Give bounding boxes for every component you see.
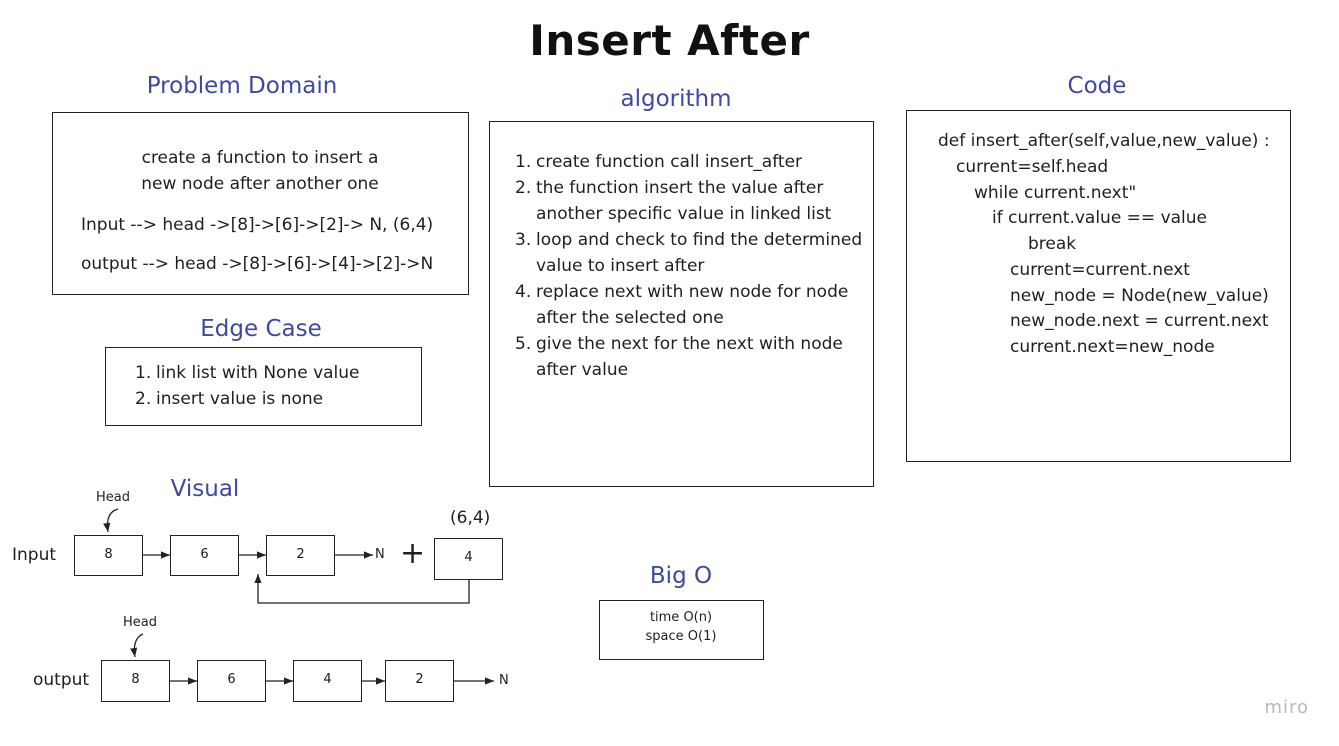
new-node: 4 — [434, 538, 503, 580]
big-o-time: time O(n) — [649, 610, 713, 625]
code-line: if current.value == value — [992, 208, 1208, 228]
problem-domain-box[interactable]: create a function to insert a new node a… — [52, 112, 469, 295]
problem-domain-heading: Problem Domain — [146, 73, 338, 99]
code-line: new_node.next = current.next — [1010, 311, 1269, 331]
output-head-arrow — [130, 633, 144, 658]
input-node: 6 — [170, 535, 239, 576]
output-row-label: output — [33, 670, 90, 690]
code-line: current=current.next — [1010, 260, 1190, 280]
insert-pair-label: (6,4) — [450, 508, 491, 528]
big-o-space: space O(1) — [645, 629, 717, 644]
output-node: 2 — [385, 660, 454, 702]
edge-case-list: 1.link list with None value 2.insert val… — [135, 360, 360, 412]
input-node: 8 — [74, 535, 143, 576]
code-line: def insert_after(self,value,new_value) : — [938, 131, 1270, 151]
output-node: 4 — [293, 660, 362, 702]
edge-case-box[interactable]: 1.link list with None value 2.insert val… — [105, 347, 422, 426]
code-box[interactable]: def insert_after(self,value,new_value) :… — [906, 110, 1291, 462]
code-heading: Code — [1067, 73, 1127, 99]
algorithm-step: 1.create function call insert_after — [515, 152, 803, 172]
code-line: new_node = Node(new_value) — [1010, 286, 1269, 306]
edge-case-heading: Edge Case — [200, 316, 322, 342]
algorithm-list: 1.create function call insert_after 2.th… — [515, 149, 862, 383]
algorithm-heading: algorithm — [620, 86, 732, 112]
big-o-heading: Big O — [649, 563, 713, 589]
big-o-box[interactable]: time O(n) space O(1) — [599, 600, 764, 660]
edge-case-item: 1.link list with None value — [135, 363, 360, 383]
visual-heading: Visual — [170, 476, 240, 502]
problem-domain-line2: new node after another one — [141, 174, 379, 194]
insert-loop-arrow — [254, 574, 470, 604]
input-head-arrow — [103, 508, 119, 533]
input-node: 2 — [266, 535, 335, 576]
code-line: break — [1028, 234, 1077, 254]
algorithm-box[interactable]: 1.create function call insert_after 2.th… — [489, 121, 874, 487]
code-line: while current.next" — [974, 183, 1137, 203]
input-row-label: Input — [12, 545, 57, 565]
plus-sign: + — [400, 536, 426, 571]
output-node: 6 — [197, 660, 266, 702]
output-null-label: N — [499, 673, 509, 688]
output-node: 8 — [101, 660, 170, 702]
page-title: Insert After — [529, 16, 810, 65]
output-head-label: Head — [123, 615, 157, 630]
input-head-label: Head — [96, 490, 130, 505]
input-null-label: N — [375, 547, 385, 562]
problem-domain-output: output --> head ->[8]->[6]->[4]->[2]->N — [81, 254, 434, 274]
code-line: current.next=new_node — [1010, 337, 1215, 357]
miro-watermark: miro — [1264, 697, 1309, 718]
problem-domain-input: Input --> head ->[8]->[6]->[2]-> N, (6,4… — [81, 215, 434, 235]
code-line: current=self.head — [956, 157, 1109, 177]
problem-domain-line1: create a function to insert a — [141, 148, 379, 168]
edge-case-item: 2.insert value is none — [135, 389, 324, 409]
